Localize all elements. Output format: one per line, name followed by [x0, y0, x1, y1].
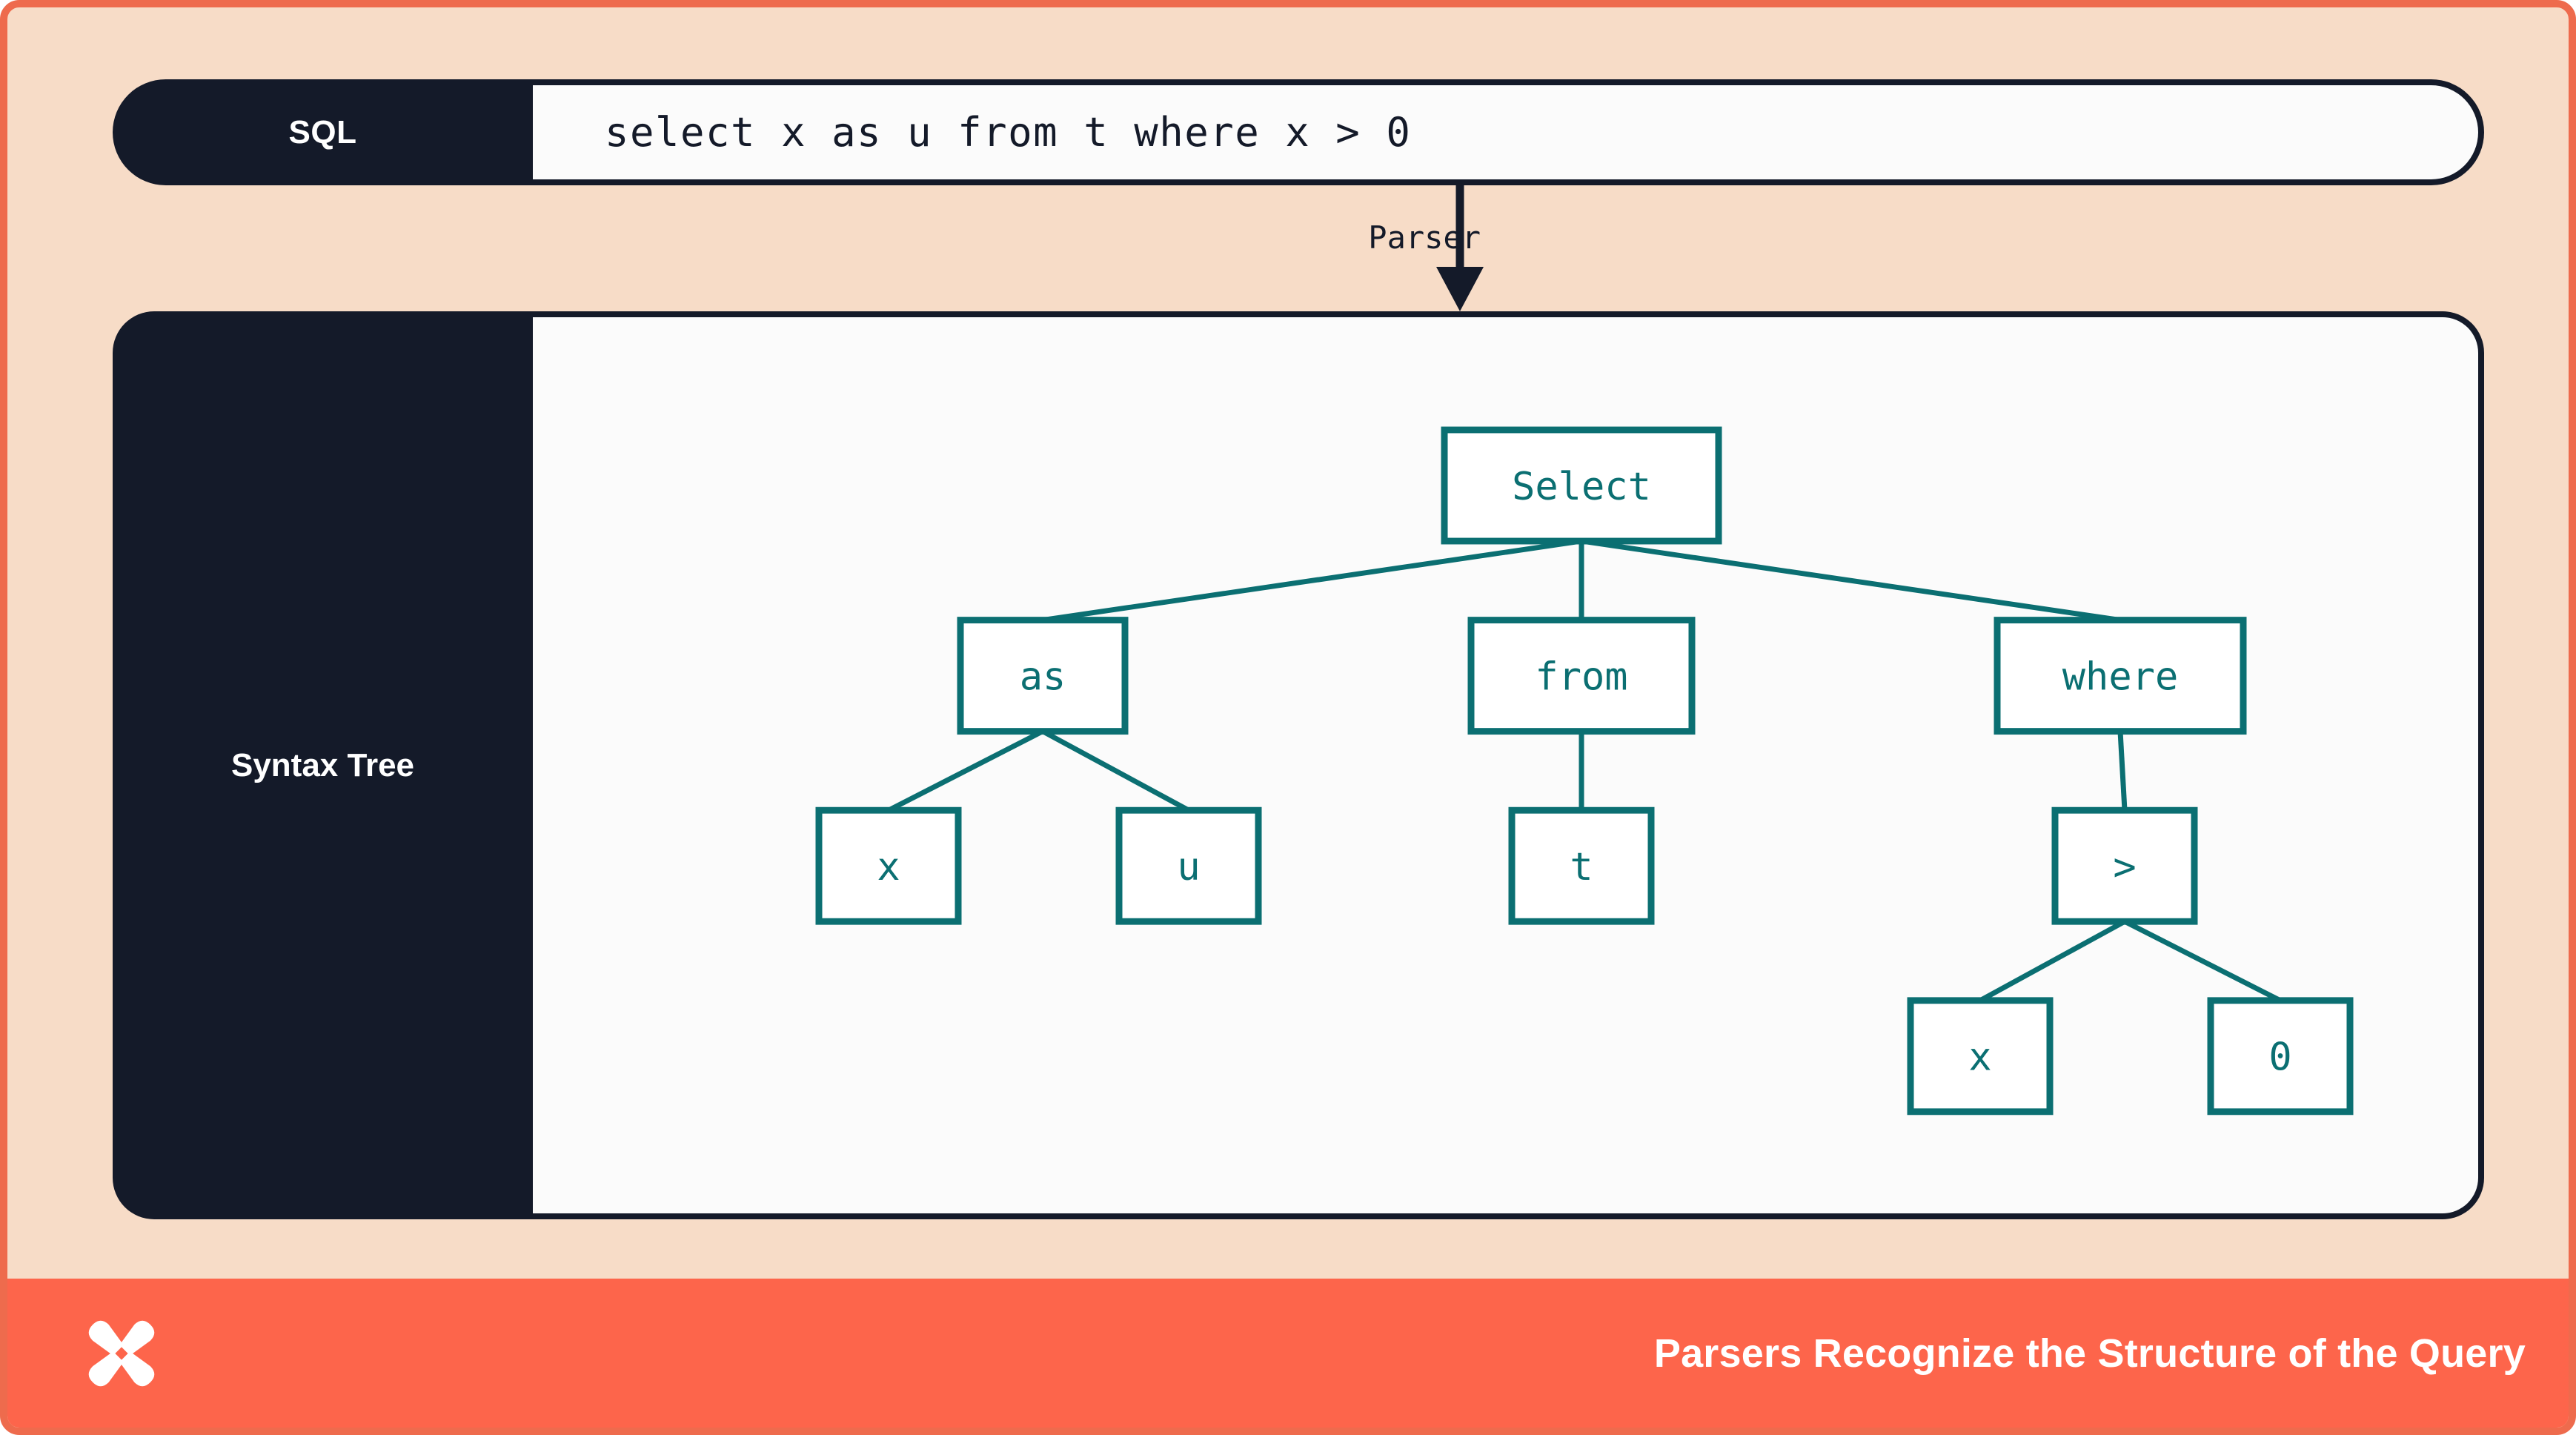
sql-row: SQL select x as u from t where x > 0 — [113, 79, 2484, 185]
tree-node[interactable]: as — [957, 617, 1129, 735]
tree-node-label: t — [1570, 845, 1593, 889]
footer-bar: Parsers Recognize the Structure of the Q… — [7, 1279, 2569, 1428]
syntax-tree-graph: Select as from where x u t > x 0 — [815, 426, 2354, 1116]
syntax-tree-panel: Syntax Tree Select as from where x u t > x 0 — [113, 311, 2484, 1219]
tree-node[interactable]: where — [1994, 617, 2247, 735]
tree-node-box — [815, 806, 962, 925]
tree-node[interactable]: x — [1907, 997, 2054, 1116]
tree-node[interactable]: t — [1508, 806, 1655, 925]
tree-node-label: Select — [1512, 465, 1651, 509]
tree-nodes-layer: Select as from where x u t > x 0 — [815, 426, 2354, 1116]
syntax-tree-canvas: Select as from where x u t > x 0 — [533, 317, 2478, 1213]
tree-edge — [1041, 729, 1190, 813]
tree-node[interactable]: Select — [1441, 426, 1722, 545]
tree-node-box — [1994, 617, 2247, 735]
tree-edge — [2117, 731, 2128, 811]
tree-node-box — [1115, 806, 1262, 925]
tree-node-label: x — [877, 845, 900, 889]
tree-node[interactable]: > — [2051, 806, 2198, 925]
tree-node-box — [1508, 806, 1655, 925]
x-mark-logo — [88, 1320, 155, 1386]
tree-node-label: 0 — [2268, 1035, 2291, 1080]
footer-caption: Parsers Recognize the Structure of the Q… — [1653, 1330, 2526, 1376]
tree-node-label: as — [1020, 655, 1066, 700]
tree-node-label: u — [1177, 845, 1200, 889]
tree-node-label: where — [2062, 655, 2179, 700]
arrow-down-icon — [1436, 185, 1484, 311]
tree-node-label: from — [1535, 655, 1627, 700]
sql-label-cell: SQL — [113, 79, 533, 185]
sql-label: SQL — [288, 113, 357, 150]
tree-node[interactable]: u — [1115, 806, 1262, 925]
tree-edge — [2123, 919, 2282, 1003]
tree-node-box — [1441, 426, 1722, 545]
tree-node-box — [957, 617, 1129, 735]
syntax-tree-label: Syntax Tree — [230, 746, 415, 783]
tree-edge — [887, 729, 1044, 813]
sql-query-text: select x as u from t where x > 0 — [605, 109, 1412, 156]
tree-node[interactable]: from — [1467, 617, 1696, 735]
tree-edge — [1581, 538, 2121, 623]
tree-node-label: > — [2113, 845, 2136, 889]
parser-arrow-group: Parser — [1267, 185, 1653, 311]
tree-node-box — [1467, 617, 1696, 735]
tree-node[interactable]: 0 — [2207, 997, 2354, 1116]
tree-node-box — [2051, 806, 2198, 925]
tree-node[interactable]: x — [815, 806, 962, 925]
tree-node-box — [1907, 997, 2054, 1116]
tree-node-label: x — [1968, 1035, 1991, 1080]
sql-query-field[interactable]: select x as u from t where x > 0 — [533, 85, 2478, 179]
tree-node-box — [2207, 997, 2354, 1116]
tree-edges-layer — [887, 538, 2282, 1003]
syntax-tree-label-cell: Syntax Tree — [113, 311, 533, 1219]
tree-edge — [1979, 919, 2126, 1003]
tree-edge — [1042, 538, 1582, 623]
